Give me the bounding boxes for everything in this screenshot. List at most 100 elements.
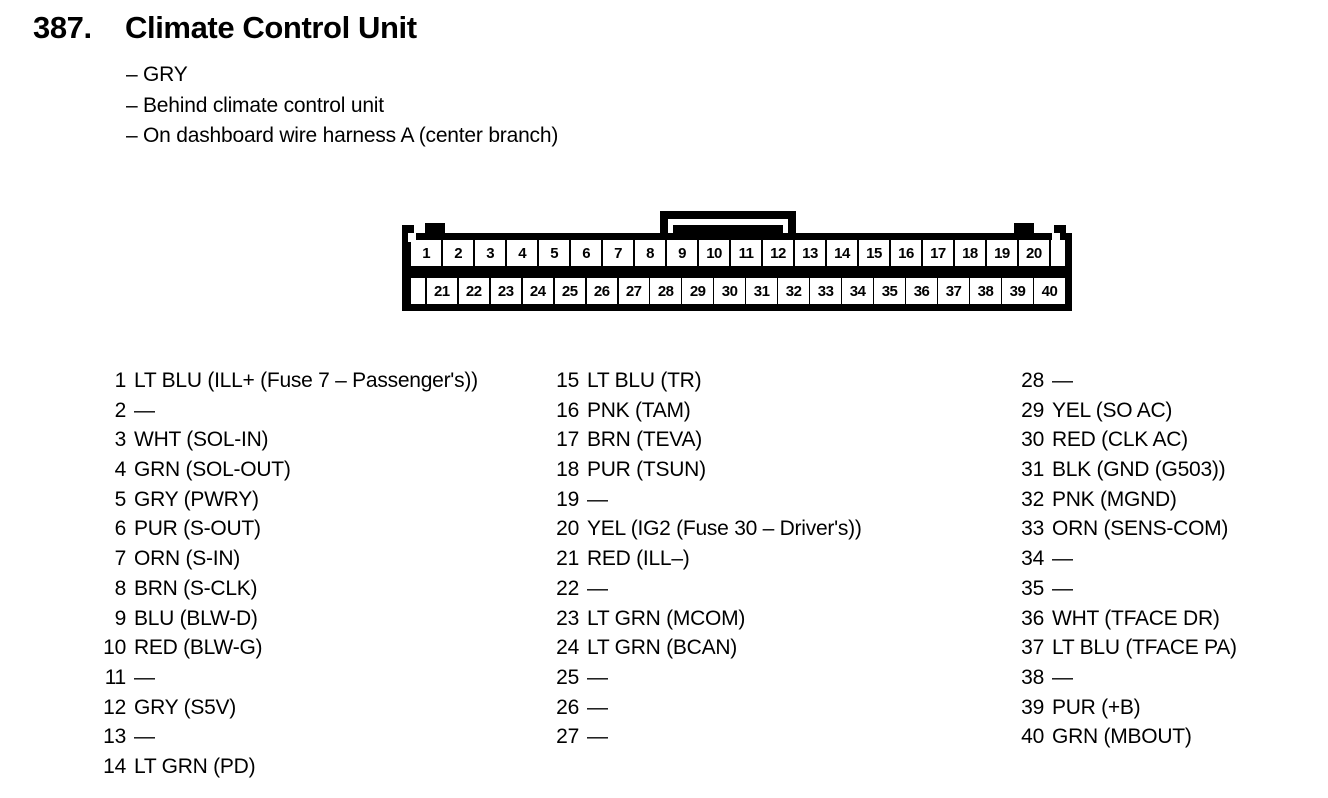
- pin-description: GRY (S5V): [134, 695, 237, 719]
- pin-number: 26: [556, 695, 579, 719]
- note-dash-bullet: –: [126, 93, 138, 117]
- connector-pin-19: 19: [986, 240, 1018, 266]
- connector-pin-28: 28: [650, 278, 681, 304]
- connector-pin-36: 36: [906, 278, 937, 304]
- left-notch-cutout: [408, 233, 416, 242]
- connector-pin-25: 25: [554, 278, 585, 304]
- note-text: GRY: [143, 63, 188, 86]
- pin-number: 19: [556, 487, 579, 511]
- connector-pin-8: 8: [634, 240, 666, 266]
- connector-pin-31: 31: [746, 278, 777, 304]
- pin-description: PUR (+B): [1052, 695, 1141, 719]
- pin-number: 13: [103, 725, 126, 749]
- entry-number: 387.: [33, 10, 92, 45]
- pin-number: 17: [556, 428, 579, 452]
- note-dash-bullet: –: [126, 63, 138, 86]
- pin-number: 7: [114, 547, 127, 571]
- pin-entry: 39 PUR (+B): [1018, 693, 1237, 723]
- connector-pin-27: 27: [618, 278, 649, 304]
- connector-pin-2: 2: [442, 240, 474, 266]
- pin-number: 2: [114, 398, 127, 422]
- pin-entry: 26—: [553, 693, 862, 723]
- connector-pin-15: 15: [858, 240, 890, 266]
- pin-number: 9: [114, 606, 127, 630]
- center-latch-gap: [668, 219, 788, 225]
- pin-number: 31: [1021, 458, 1044, 482]
- entry-title: Climate Control Unit: [125, 10, 417, 45]
- pin-description: LT GRN (MCOM): [587, 606, 746, 630]
- page-title: 387. Climate Control Unit: [33, 9, 417, 47]
- pin-number: 36: [1021, 606, 1044, 630]
- pin-number: 8: [114, 576, 127, 600]
- pin-number: 4: [114, 458, 127, 482]
- pin-description: BLU (BLW-D): [134, 606, 258, 630]
- pin-entry: 12 GRY (S5V): [100, 693, 478, 723]
- connector-notes-list: –GRY–Behind climate control unit–On dash…: [126, 60, 558, 152]
- pin-entry: 28—: [1018, 366, 1237, 396]
- right-tab-icon: [1014, 223, 1034, 235]
- pin-number: 39: [1021, 695, 1044, 719]
- pin-entry: 4 GRN (SOL-OUT): [100, 455, 478, 485]
- pin-description: —: [1052, 547, 1073, 571]
- connector-pin-11: 11: [730, 240, 762, 266]
- connector-pin-5: 5: [538, 240, 570, 266]
- pin-number: 12: [103, 695, 126, 719]
- pin-number: 5: [114, 487, 127, 511]
- pin-description: ORN (SENS-COM): [1052, 517, 1229, 541]
- pin-description: —: [134, 665, 155, 689]
- pin-number: 37: [1021, 636, 1044, 660]
- pin-number: 22: [556, 576, 579, 600]
- connector-pin-12: 12: [762, 240, 794, 266]
- pin-description: —: [587, 665, 608, 689]
- pin-number: 29: [1021, 398, 1044, 422]
- pin-description: RED (CLK AC): [1052, 428, 1188, 452]
- pin-number: 20: [556, 517, 579, 541]
- pin-entry: 34—: [1018, 544, 1237, 574]
- pin-number: 35: [1021, 576, 1044, 600]
- connector-pin-32: 32: [778, 278, 809, 304]
- note-dash-bullet: –: [126, 124, 138, 147]
- pin-entry: 25—: [553, 663, 862, 693]
- connector-pin-35: 35: [874, 278, 905, 304]
- pin-description: GRN (SOL-OUT): [134, 458, 291, 482]
- connector-pin-7: 7: [602, 240, 634, 266]
- pin-number: 24: [556, 636, 579, 660]
- pin-description: —: [1052, 576, 1073, 600]
- left-tab-icon: [425, 223, 445, 235]
- pin-entry: 9 BLU (BLW-D): [100, 604, 478, 634]
- pin-description: BRN (TEVA): [587, 428, 702, 452]
- pin-description: —: [587, 576, 608, 600]
- connector-pin-1: 1: [411, 240, 442, 266]
- connector-pin-22: 22: [458, 278, 489, 304]
- pin-number: 32: [1021, 487, 1044, 511]
- pin-description: LT GRN (BCAN): [587, 636, 737, 660]
- pin-number: 15: [556, 369, 579, 392]
- connector-note: –On dashboard wire harness A (center bra…: [126, 121, 558, 152]
- pin-number: 27: [556, 725, 579, 749]
- connector-pin-4: 4: [506, 240, 538, 266]
- pin-number: 33: [1021, 517, 1044, 541]
- pin-number: 38: [1021, 665, 1044, 689]
- pin-number: 3: [114, 428, 127, 452]
- center-latch-post-gap-right: [783, 219, 788, 235]
- pin-entry: 19 —: [553, 485, 862, 515]
- connector-pin-24: 24: [522, 278, 553, 304]
- pin-description: —: [587, 487, 608, 511]
- pin-number: 21: [556, 547, 579, 571]
- pin-number: 28: [1021, 369, 1044, 392]
